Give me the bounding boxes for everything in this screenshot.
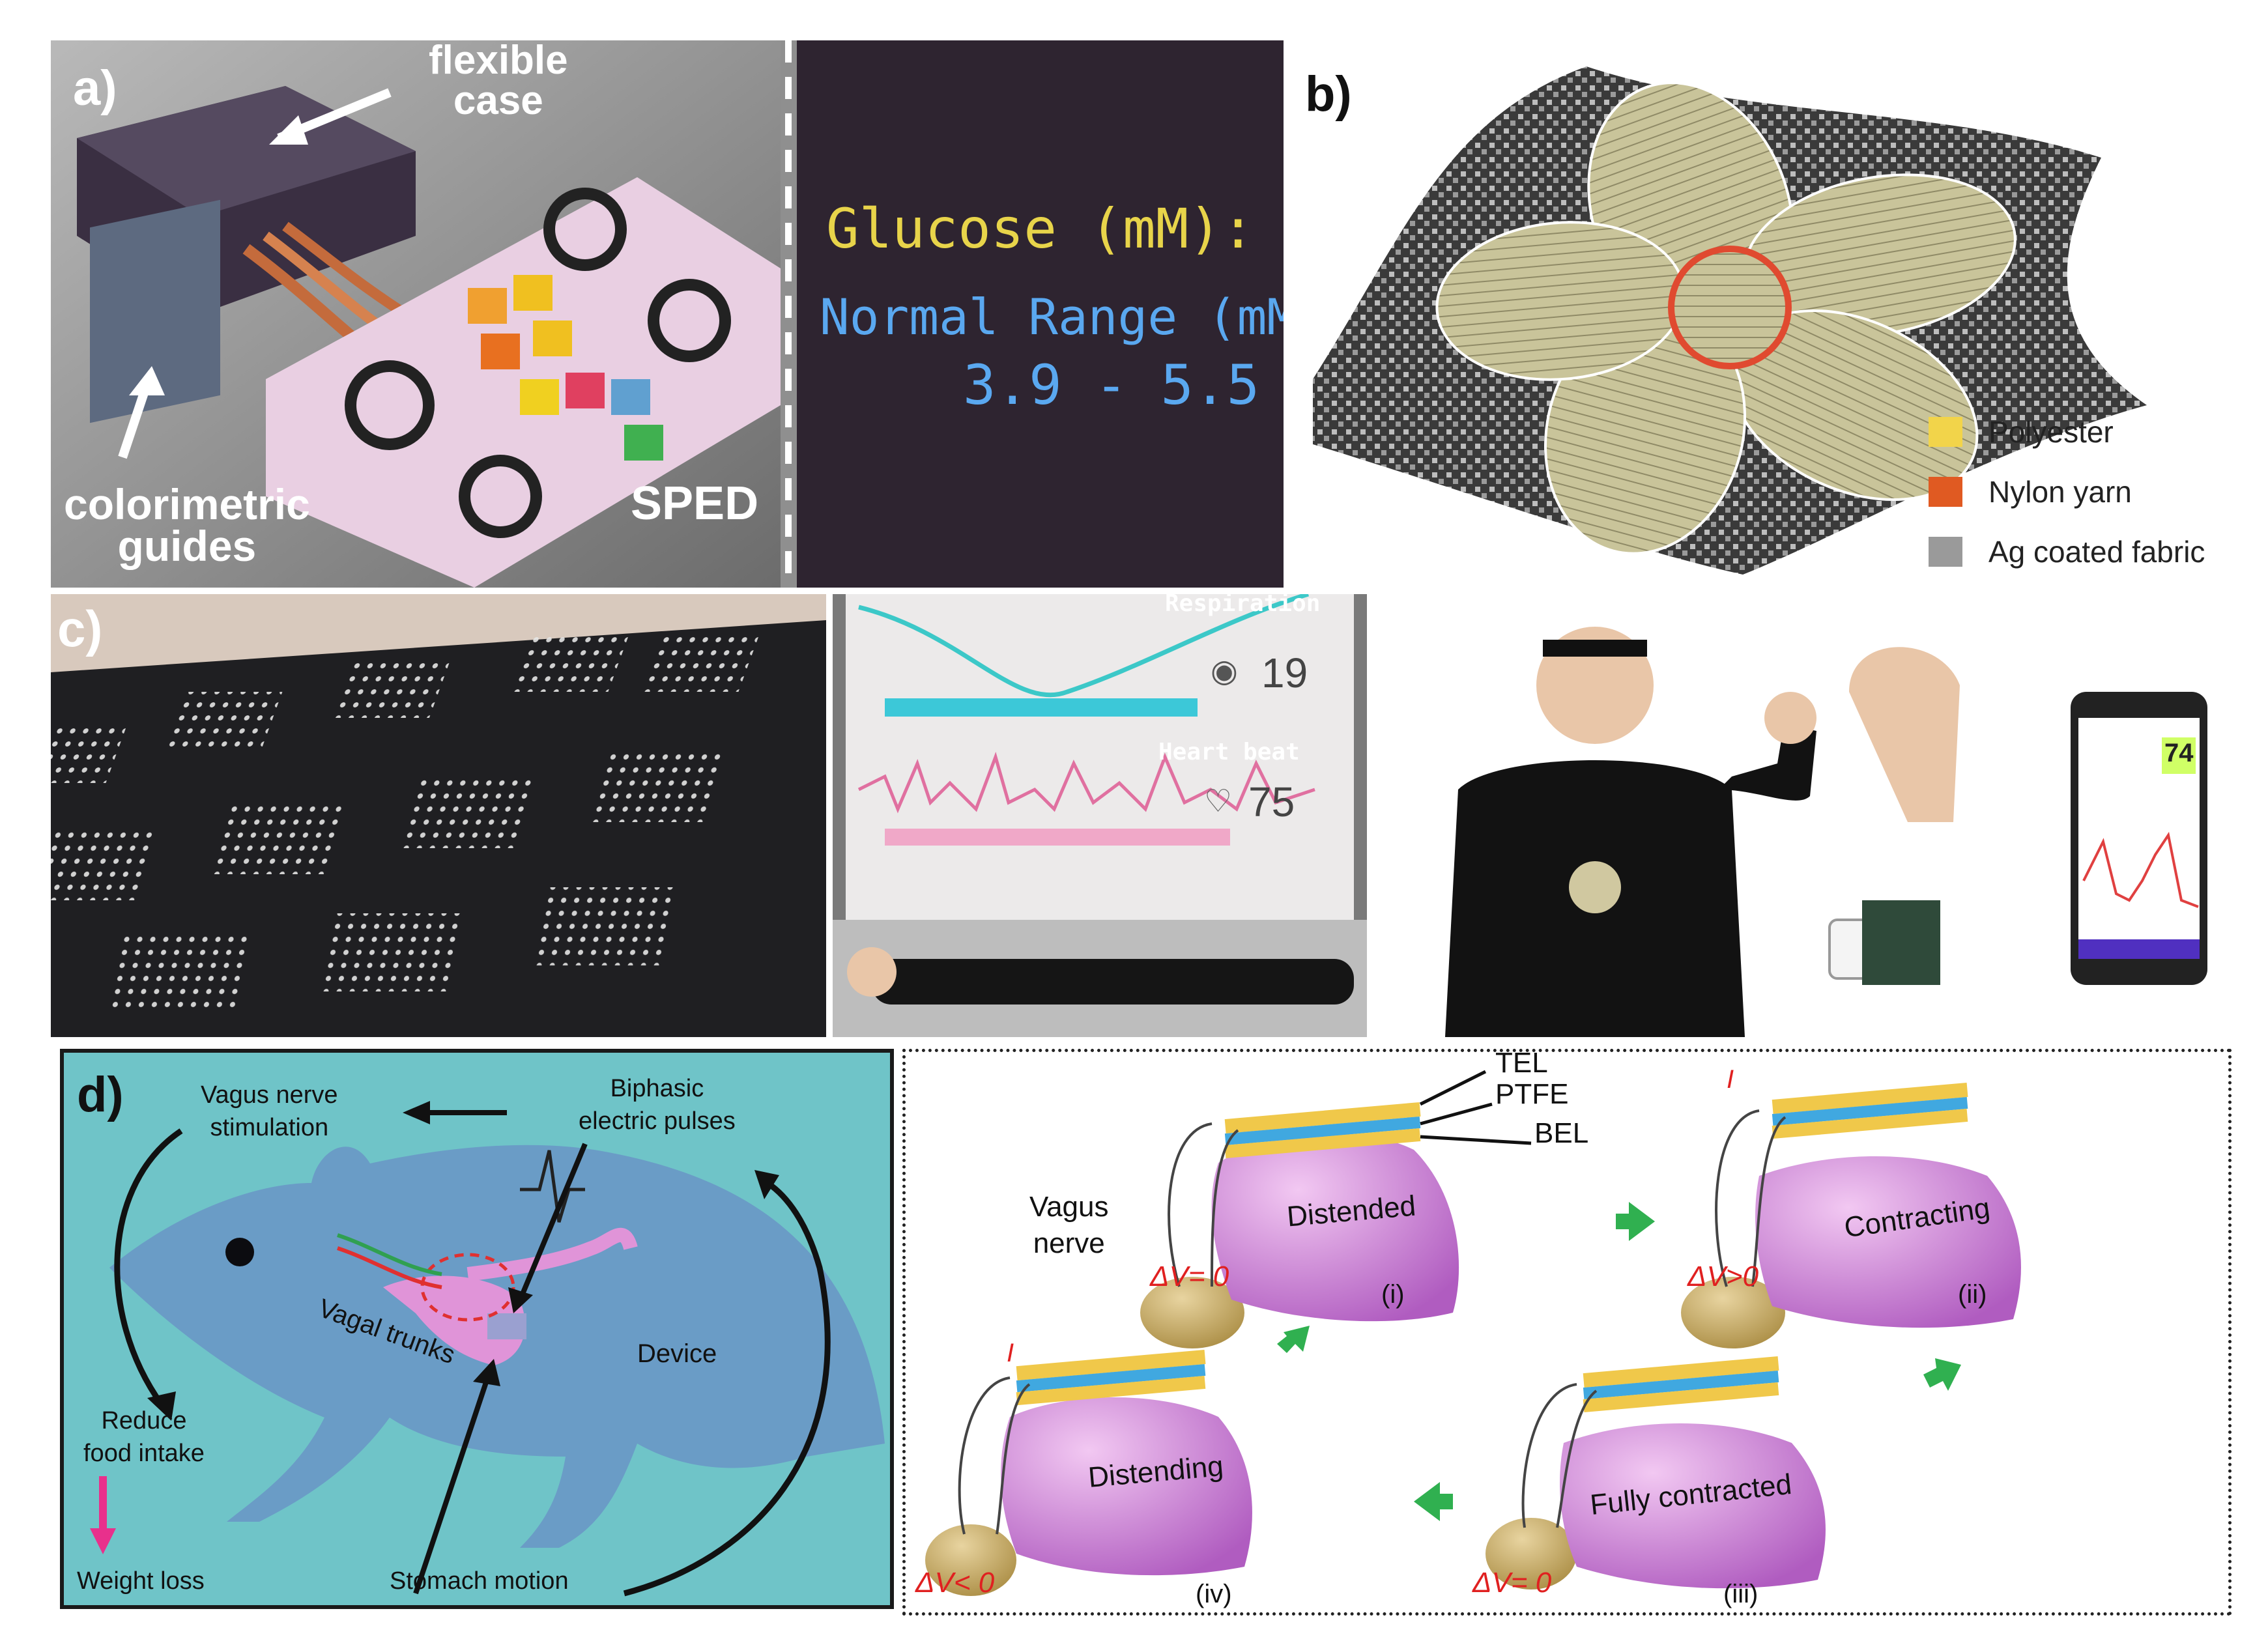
vagus-stim-label: Vagus nerve stimulation xyxy=(201,1081,338,1141)
green-arrow-down xyxy=(1923,1358,1961,1391)
state-iv-voltage: ΔV< 0 xyxy=(915,1567,995,1599)
phone-heart-rate: 74 xyxy=(2164,739,2194,767)
state-iv-current: I xyxy=(1007,1339,1014,1367)
legend-item-polyester: Polyester xyxy=(1929,402,2205,462)
legend-item-ag: Ag coated fabric xyxy=(1929,522,2205,582)
legend-item-nylon: Nylon yarn xyxy=(1929,462,2205,522)
state-i-voltage: ΔV= 0 xyxy=(1150,1261,1229,1292)
state-distended xyxy=(1140,1102,1459,1348)
state-ii-voltage: ΔV>0 xyxy=(1687,1261,1759,1292)
glucose-readout: Glucose (mM): 4.5 xyxy=(826,197,1284,261)
panel-a-illustration xyxy=(51,40,1284,588)
state-fully-contracted xyxy=(1486,1356,1826,1589)
state-ii-current: I xyxy=(1727,1065,1734,1094)
legend-swatch-ag xyxy=(1929,537,1962,567)
colorimetric-guides-label: colorimetric guides xyxy=(64,480,310,570)
device-label: Device xyxy=(637,1339,717,1368)
panel-c: c) Respiration ◉ 19 Heart beat ♡ 75 74 xyxy=(51,594,2220,1037)
panel-d-right-illustration xyxy=(925,1070,2021,1596)
state-contracting xyxy=(1681,1082,2021,1348)
panel-a: a) flexible case colorimetric guides SPE… xyxy=(51,40,1284,588)
heart-icon: ♡ xyxy=(1204,784,1233,819)
state-iii-numeral: (iii) xyxy=(1723,1580,1758,1608)
bel-label: BEL xyxy=(1534,1117,1589,1149)
legend-label-polyester: Polyester xyxy=(1988,415,2114,449)
panel-d-left: d) Vagus nerve stimulation Biphasic elec… xyxy=(60,1049,894,1609)
state-i-numeral: (i) xyxy=(1381,1280,1405,1309)
weight-loss-label: Weight loss xyxy=(77,1567,205,1595)
panel-d-right: TEL PTFE BEL Vagus nerve Distended (i) Δ… xyxy=(902,1049,2232,1616)
green-arrow-left xyxy=(1414,1482,1453,1521)
reduce-food-label: Reduce food intake xyxy=(83,1407,205,1467)
green-arrow-up xyxy=(1277,1326,1310,1353)
panel-b-label: b) xyxy=(1305,66,1352,122)
respiration-value: 19 xyxy=(1261,649,1308,696)
panel-b-illustration: b) xyxy=(1305,66,2147,575)
panel-d-left-illustration: d) xyxy=(77,1067,885,1597)
normal-range-label: Normal Range (mM): xyxy=(820,288,1284,346)
legend-label-ag: Ag coated fabric xyxy=(1988,535,2205,569)
sped-label: SPED xyxy=(631,477,759,530)
state-iv-numeral: (iv) xyxy=(1196,1580,1232,1608)
panel-d-label: d) xyxy=(77,1067,124,1122)
heartbeat-value: 75 xyxy=(1248,778,1295,825)
panel-b: b) Polyester Nylon yarn Ag coated fabric xyxy=(1287,40,2218,588)
legend-swatch-nylon xyxy=(1929,477,1962,507)
lung-icon: ◉ xyxy=(1211,654,1238,689)
panel-c-illustration: c) xyxy=(51,594,2220,1037)
normal-range-value: 3.9 - 5.5 xyxy=(963,353,1260,417)
state-iii-voltage: ΔV= 0 xyxy=(1472,1567,1552,1599)
legend-label-nylon: Nylon yarn xyxy=(1988,475,2132,509)
vagus-nerve-label: Vagus nerve xyxy=(1029,1191,1109,1259)
stomach-motion-label: Stomach motion xyxy=(390,1567,569,1595)
ptfe-label: PTFE xyxy=(1495,1078,1569,1110)
legend-swatch-polyester xyxy=(1929,417,1962,447)
panel-a-label: a) xyxy=(73,61,117,116)
legend: Polyester Nylon yarn Ag coated fabric xyxy=(1929,402,2205,582)
state-ii-numeral: (ii) xyxy=(1958,1280,1987,1309)
panel-c-label: c) xyxy=(57,600,102,657)
respiration-title: Respiration xyxy=(1165,594,1321,617)
biphasic-label: Biphasic electric pulses xyxy=(579,1075,736,1135)
state-distending xyxy=(925,1349,1252,1596)
flexible-case-label: flexible case xyxy=(429,40,568,123)
tel-label: TEL xyxy=(1495,1049,1548,1079)
green-arrow-right xyxy=(1616,1202,1655,1241)
heartbeat-title: Heart beat xyxy=(1158,739,1300,765)
